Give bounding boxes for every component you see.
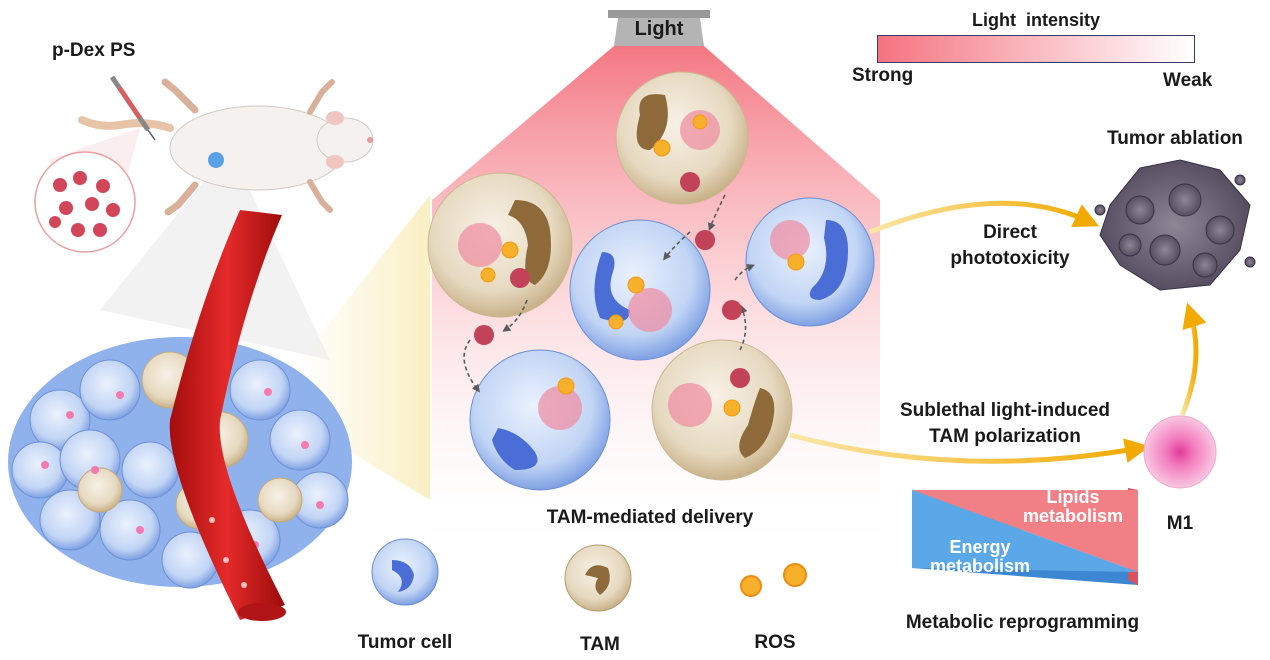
label-tam-mediated-delivery: TAM-mediated delivery — [546, 507, 754, 528]
label-ros: ROS — [754, 632, 796, 653]
label-p-dex-ps: p-Dex PS — [52, 40, 136, 61]
polarization-arrow — [789, 432, 1150, 464]
tam-cell-left — [427, 172, 573, 318]
label-tumor-ablation: Tumor ablation — [1107, 128, 1243, 149]
label-tam: TAM — [580, 634, 620, 655]
label-lipids: Lipids — [1046, 487, 1100, 507]
ros-icon — [740, 563, 807, 597]
tam-icon — [564, 544, 632, 612]
label-tam-polarization: TAM polarization — [929, 426, 1081, 447]
label-weak: Weak — [1163, 70, 1213, 91]
label-tumor-cell: Tumor cell — [357, 632, 453, 653]
tumor-cell-icon — [371, 538, 439, 606]
m1-to-ablation-arrow — [1179, 302, 1207, 416]
label-direct: Direct — [983, 222, 1037, 243]
lamp-icon — [608, 10, 710, 46]
mouse-icon — [78, 78, 374, 216]
label-lipids-metabolism: metabolism — [1022, 506, 1124, 526]
syringe-icon — [109, 75, 156, 141]
label-phototoxicity: phototoxicity — [950, 248, 1070, 269]
metabolism-block — [912, 488, 1138, 585]
tumor-cell-right — [745, 197, 875, 327]
label-sublethal: Sublethal light-induced — [899, 400, 1111, 421]
label-energy-metabolism: metabolism — [929, 556, 1031, 576]
label-light: Light — [634, 18, 684, 40]
phototoxicity-arrow — [869, 200, 1100, 235]
label-m1: M1 — [1166, 513, 1194, 534]
transfer-arrows — [463, 194, 755, 393]
nanoparticle-magnifier — [34, 128, 140, 253]
blood-vessel-icon — [169, 210, 286, 621]
mouse-to-tumor-cone — [100, 180, 330, 360]
tam-cell-bottom-right — [651, 339, 793, 481]
label-metabolic-reprogramming: Metabolic reprogramming — [905, 612, 1140, 633]
tam-cell-top — [615, 71, 749, 205]
label-strong: Strong — [852, 65, 914, 86]
tumor-cell-bottom-left — [469, 349, 611, 491]
label-energy: Energy — [949, 537, 1011, 557]
light-intensity-gradient — [877, 35, 1195, 63]
tumor-debris-icon — [1094, 159, 1256, 291]
m1-cell-icon — [1143, 415, 1217, 489]
label-light-intensity: Light intensity — [972, 10, 1100, 30]
